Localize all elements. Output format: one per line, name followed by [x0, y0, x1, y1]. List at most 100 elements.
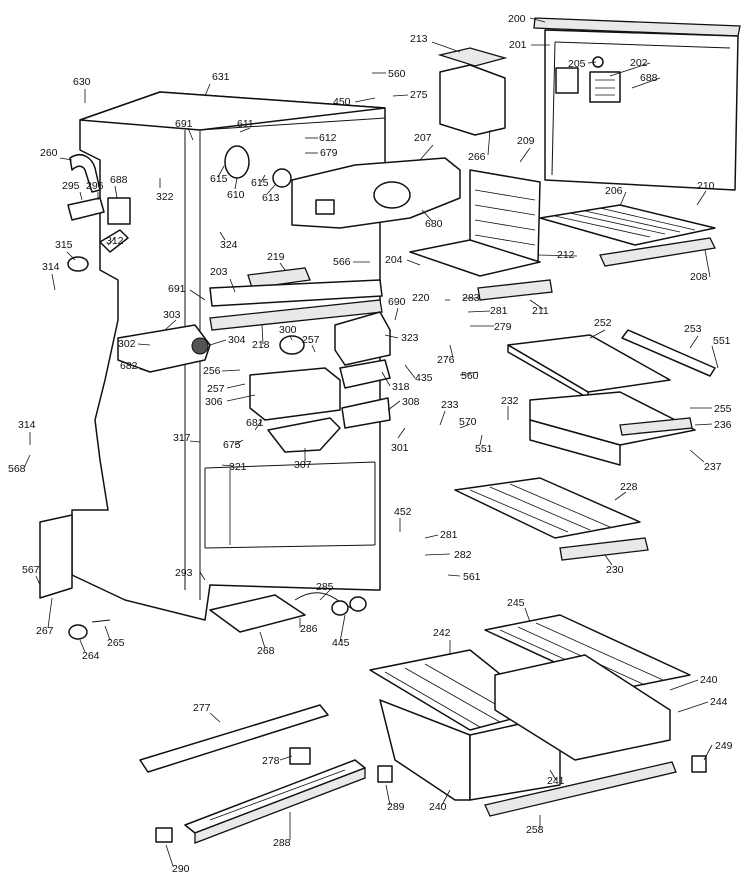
label-445: 445 — [332, 637, 350, 649]
leader-line — [165, 844, 174, 867]
leader-line — [199, 571, 206, 581]
leader-line — [204, 83, 211, 97]
label-289: 289 — [387, 801, 405, 813]
top-duct-207 — [291, 157, 461, 229]
roller-bracket-278 — [289, 747, 311, 765]
slide-rail-253 — [621, 329, 716, 377]
leader-line — [704, 249, 711, 278]
leader-line — [51, 273, 56, 291]
label-208: 208 — [690, 271, 708, 283]
label-264: 264 — [82, 650, 100, 662]
leader-line — [226, 383, 246, 389]
leader-line — [467, 310, 491, 313]
label-611: 611 — [237, 118, 254, 130]
label-551b: 551 — [475, 443, 493, 455]
label-323: 323 — [401, 332, 419, 344]
leader-line — [524, 607, 531, 623]
leader-line — [354, 97, 376, 103]
bracket-318 — [339, 359, 391, 389]
leader-line — [189, 289, 206, 301]
label-211: 211 — [532, 305, 549, 317]
shelf-trim-230 — [559, 537, 649, 561]
base-rail-277 — [139, 704, 329, 773]
label-308: 308 — [402, 396, 420, 408]
leader-line — [266, 184, 276, 195]
label-679: 679 — [320, 147, 338, 159]
label-690: 690 — [388, 296, 406, 308]
label-301: 301 — [391, 442, 409, 454]
screw-265 — [91, 619, 111, 623]
freezer-shelf-206 — [539, 204, 716, 246]
leader-line — [424, 534, 439, 539]
leader-line — [404, 364, 416, 379]
label-255: 255 — [714, 403, 732, 415]
leader-line — [47, 597, 53, 629]
label-237: 237 — [704, 461, 722, 473]
leader-line — [260, 174, 266, 183]
label-265: 265 — [107, 637, 125, 649]
grille-288 — [184, 759, 366, 844]
label-230: 230 — [606, 564, 624, 576]
label-240: 240 — [700, 674, 718, 686]
label-682: 682 — [120, 360, 138, 372]
control-housing-303 — [117, 324, 211, 373]
handle-260 — [69, 154, 101, 193]
label-285: 285 — [316, 581, 334, 593]
leader-line — [519, 147, 531, 163]
label-252: 252 — [594, 317, 612, 329]
trim-219 — [247, 267, 311, 289]
leader-line — [587, 61, 597, 64]
leader-line — [589, 329, 606, 339]
leader-line — [234, 177, 238, 190]
label-204: 204 — [385, 254, 403, 266]
panel-267 — [39, 514, 73, 599]
label-206: 206 — [605, 185, 623, 197]
leader-line — [529, 17, 546, 23]
label-568: 568 — [8, 463, 26, 475]
label-219: 219 — [267, 251, 285, 263]
leader-line — [631, 77, 661, 89]
leader-line — [35, 575, 41, 586]
label-318: 318 — [392, 381, 410, 393]
bracket-323 — [334, 311, 391, 366]
leader-line — [677, 701, 709, 713]
label-307: 307 — [294, 459, 312, 471]
label-630: 630 — [73, 76, 91, 88]
leader-line — [187, 127, 194, 141]
shelf-trim-208 — [599, 237, 716, 267]
leader-line — [189, 440, 201, 443]
leader-line — [221, 464, 234, 467]
leader-line — [406, 259, 421, 266]
cover-307 — [267, 417, 341, 453]
leader-line — [696, 190, 707, 206]
label-260: 260 — [40, 147, 58, 159]
label-286: 286 — [300, 623, 318, 635]
label-295: 295 — [62, 180, 80, 192]
leader-line — [23, 454, 31, 469]
leader-line — [279, 262, 286, 271]
label-249: 249 — [715, 740, 733, 752]
leader-line — [431, 41, 461, 53]
label-303: 303 — [163, 309, 181, 321]
label-300: 300 — [279, 324, 297, 336]
label-279: 279 — [494, 321, 512, 333]
label-613: 613 — [262, 192, 280, 204]
leader-line — [537, 254, 578, 257]
leader-line — [441, 789, 451, 806]
leader-line — [339, 614, 346, 643]
label-610: 610 — [227, 189, 245, 201]
door-panel — [544, 29, 739, 191]
label-200: 200 — [508, 13, 526, 25]
harness-285 — [294, 592, 367, 616]
label-315: 315 — [55, 239, 73, 251]
label-266: 266 — [468, 151, 486, 163]
label-201: 201 — [509, 39, 527, 51]
label-232: 232 — [501, 395, 519, 407]
label-209: 209 — [517, 135, 535, 147]
label-236: 236 — [714, 419, 732, 431]
label-290: 290 — [172, 863, 190, 875]
roller-264 — [68, 624, 88, 640]
leader-line — [239, 127, 251, 133]
label-560b: 560 — [461, 370, 479, 382]
label-321: 321 — [229, 461, 247, 473]
